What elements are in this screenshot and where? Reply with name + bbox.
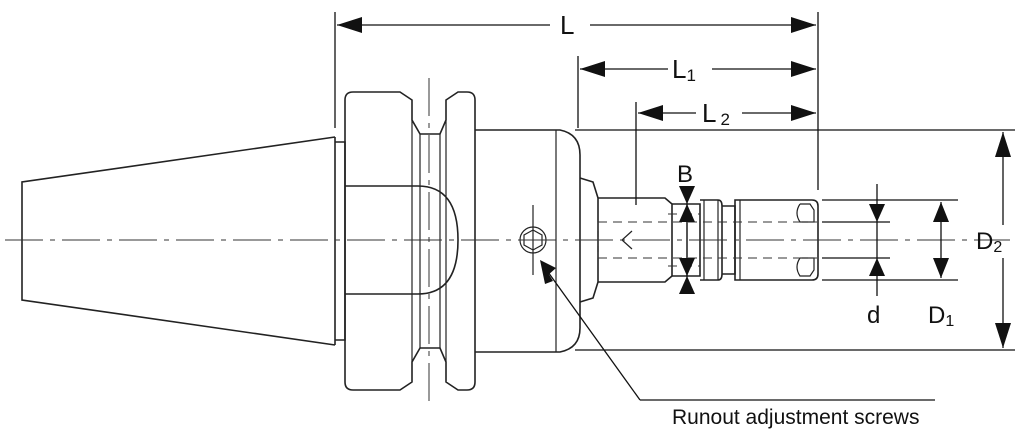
dimension-L2 [638, 105, 816, 121]
label-d: d [867, 302, 880, 329]
drive-key-slot [345, 185, 459, 295]
extension-shank [598, 197, 673, 283]
collet-nut [734, 199, 819, 281]
label-L: L [560, 10, 574, 40]
extension-lines [334, 12, 1015, 351]
dimension-L [337, 17, 816, 33]
dimension-D2 [995, 132, 1011, 348]
dimension-D1 [933, 202, 949, 278]
dimension-B [679, 186, 695, 294]
runout-leader [540, 260, 935, 401]
dimension-d [869, 184, 885, 296]
dimension-L1 [580, 61, 816, 77]
label-L1: L1 [672, 54, 696, 85]
label-D1: D1 [928, 302, 954, 330]
taper-shank [21, 136, 336, 346]
tool-holder-body [21, 91, 819, 391]
flange [344, 91, 476, 391]
label-runout-adjustment-screws: Runout adjustment screws [672, 406, 919, 429]
label-B: B [677, 161, 693, 188]
label-D2: D2 [976, 228, 1002, 256]
holder-body [475, 129, 581, 353]
